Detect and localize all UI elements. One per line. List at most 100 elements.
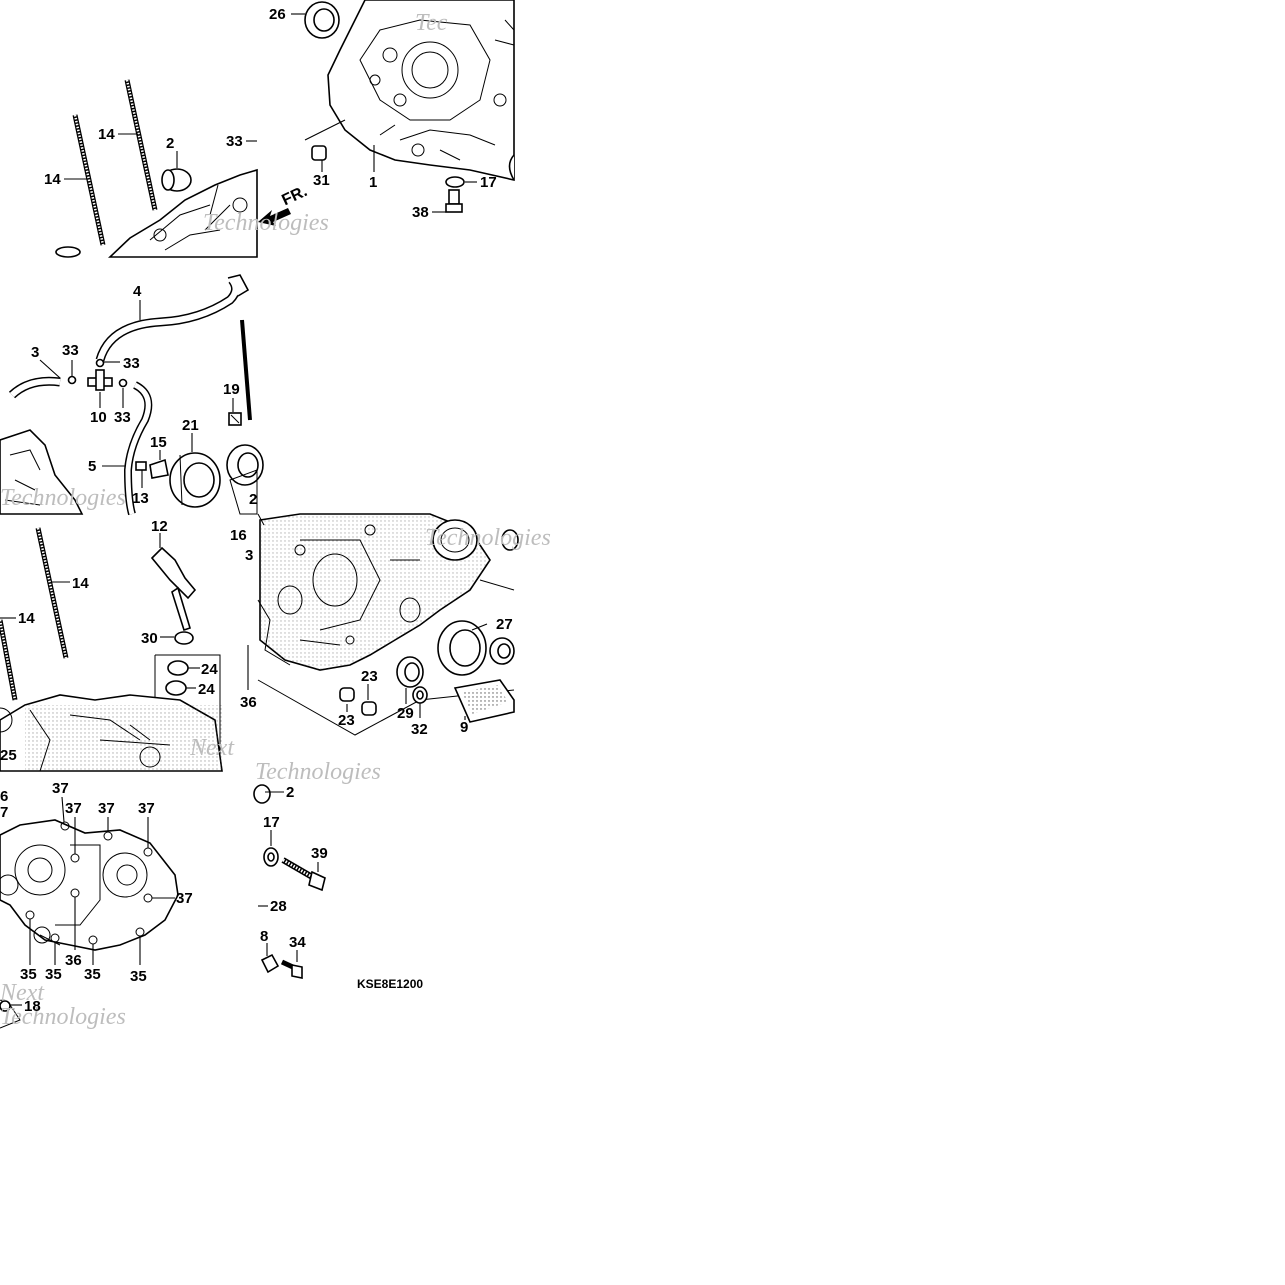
stud-bolt bbox=[72, 114, 106, 246]
callout-37: 37 bbox=[176, 890, 193, 907]
callout-8: 8 bbox=[260, 928, 268, 945]
setting-plate bbox=[149, 458, 169, 479]
callout-38: 38 bbox=[412, 204, 429, 221]
callout-13: 13 bbox=[132, 490, 149, 507]
bolt bbox=[135, 461, 147, 471]
watermark: Technologies bbox=[203, 210, 329, 236]
callout-25: 25 bbox=[0, 747, 17, 764]
collar bbox=[161, 168, 192, 192]
dowel-pin bbox=[339, 687, 355, 702]
tile-crankcase-left: Tec 26 31 1 17 38 bbox=[269, 0, 515, 221]
bolt bbox=[228, 412, 242, 426]
callout-14: 14 bbox=[18, 610, 35, 627]
callout-14: 14 bbox=[72, 575, 89, 592]
callout-37: 37 bbox=[138, 800, 155, 817]
tile-gasket: Next Technologies 6 7 37 37 37 37 37 35 … bbox=[0, 780, 193, 1030]
callout-10: 10 bbox=[90, 409, 107, 426]
callout-2: 2 bbox=[166, 135, 174, 152]
oil-seal bbox=[304, 1, 340, 39]
diagram-code: KSE8E1200 bbox=[357, 977, 423, 991]
callout-6: 6 bbox=[0, 788, 8, 805]
stud-bolt bbox=[35, 527, 69, 659]
callout-36: 36 bbox=[240, 694, 257, 711]
callout-9: 9 bbox=[460, 719, 468, 736]
callout-28: 28 bbox=[270, 898, 287, 915]
crankcase-partial bbox=[0, 429, 84, 515]
dowel-pin bbox=[167, 660, 189, 676]
callout-33: 33 bbox=[114, 409, 131, 426]
callout-23: 23 bbox=[361, 668, 378, 685]
watermark: Next bbox=[0, 980, 45, 1006]
callout-15: 15 bbox=[150, 434, 167, 451]
callout-29: 29 bbox=[397, 705, 414, 722]
callout-5: 5 bbox=[88, 458, 96, 475]
oil-strainer-screen bbox=[453, 679, 515, 723]
front-direction-label: FR. bbox=[279, 183, 310, 209]
callout-33: 33 bbox=[123, 355, 140, 372]
washer bbox=[445, 176, 465, 188]
callout-21: 21 bbox=[182, 417, 199, 434]
callout-3: 3 bbox=[31, 344, 39, 361]
watermark: Technologies bbox=[255, 759, 381, 785]
flange-bolt bbox=[445, 189, 463, 213]
tile-hardware: Technologies 2 17 39 28 8 34 bbox=[253, 759, 423, 991]
watermark: Technologies bbox=[425, 525, 551, 551]
callout-18: 18 bbox=[24, 998, 41, 1015]
bolt bbox=[412, 686, 428, 704]
callout-31: 31 bbox=[313, 172, 330, 189]
bolt bbox=[280, 959, 303, 979]
callout-4: 4 bbox=[133, 283, 142, 300]
callout-26: 26 bbox=[269, 6, 286, 23]
crankcase-gasket bbox=[0, 819, 179, 951]
watermark: Technologies bbox=[0, 1004, 126, 1030]
collar bbox=[253, 784, 271, 804]
callout-37: 37 bbox=[65, 800, 82, 817]
oil-seal bbox=[396, 656, 424, 688]
flange-bolt bbox=[281, 857, 326, 892]
oil-seal bbox=[437, 620, 487, 676]
callout-35: 35 bbox=[45, 966, 62, 983]
stud-bolt bbox=[124, 79, 158, 211]
callout-30: 30 bbox=[141, 630, 158, 647]
callout-24: 24 bbox=[201, 661, 218, 678]
callout-2: 2 bbox=[286, 784, 294, 801]
gearshift-arm bbox=[150, 546, 197, 632]
callout-37: 37 bbox=[98, 800, 115, 817]
callout-37: 37 bbox=[52, 780, 69, 797]
callout-23: 23 bbox=[338, 712, 355, 729]
callout-17: 17 bbox=[263, 814, 280, 831]
watermark: Technologies bbox=[0, 485, 126, 511]
callout-14: 14 bbox=[98, 126, 115, 143]
callout-3: 3 bbox=[245, 547, 253, 564]
callout-19: 19 bbox=[223, 381, 240, 398]
plate bbox=[260, 953, 280, 974]
hose-joint bbox=[87, 369, 113, 391]
bearing bbox=[169, 452, 221, 508]
callout-1: 1 bbox=[369, 174, 377, 191]
dowel-pin bbox=[311, 145, 327, 161]
stud-bolt bbox=[0, 619, 18, 701]
callout-32: 32 bbox=[411, 721, 428, 738]
oil-seal bbox=[174, 631, 194, 645]
callout-16: 16 bbox=[230, 527, 247, 544]
callout-27: 27 bbox=[496, 616, 513, 633]
callout-39: 39 bbox=[311, 845, 328, 862]
callout-2: 2 bbox=[249, 491, 257, 508]
tile-gearshift-studs: Next 12 14 14 30 24 24 25 bbox=[0, 518, 249, 772]
callout-35: 35 bbox=[84, 966, 101, 983]
callout-12: 12 bbox=[151, 518, 168, 535]
washer bbox=[263, 847, 279, 867]
callout-35: 35 bbox=[130, 968, 147, 985]
dowel-pin bbox=[361, 701, 377, 716]
tile-crankcase-right: Technologies 16 3 27 23 23 29 32 9 36 bbox=[230, 513, 551, 738]
callout-14: 14 bbox=[44, 171, 61, 188]
callout-34: 34 bbox=[289, 934, 306, 951]
callout-36: 36 bbox=[65, 952, 82, 969]
dowel-pin bbox=[165, 680, 187, 696]
callout-7: 7 bbox=[0, 804, 8, 821]
tile-breather-hoses: Technologies 4 3 33 33 10 33 19 21 15 5 … bbox=[0, 274, 264, 516]
callout-35: 35 bbox=[20, 966, 37, 983]
callout-24: 24 bbox=[198, 681, 215, 698]
tile-studs-top: FR. Technologies 14 14 2 33 bbox=[44, 79, 329, 258]
